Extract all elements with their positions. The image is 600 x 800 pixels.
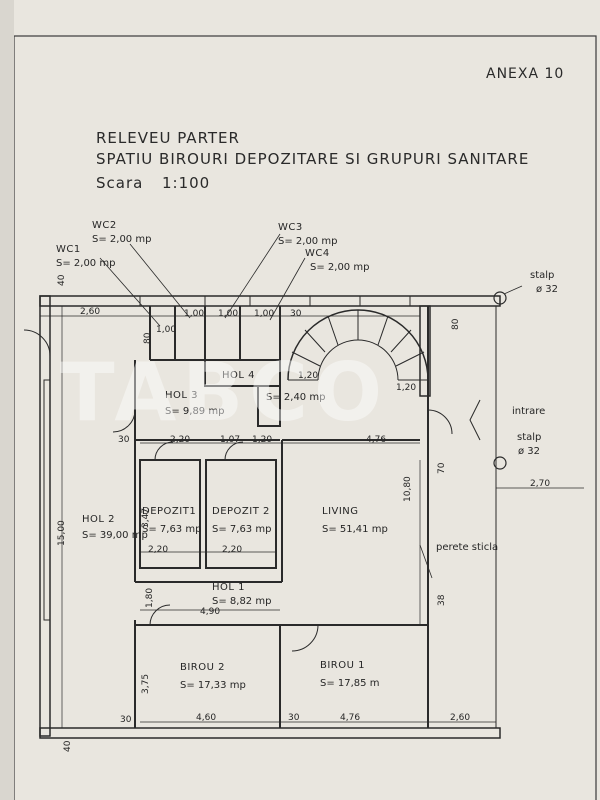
spiral-stair (287, 309, 429, 381)
room-birou1-area: S= 17,85 m (320, 678, 379, 689)
room-depozit2-area: S= 7,63 mp (212, 524, 271, 535)
dim-label: 1,00 (156, 325, 176, 335)
entrance-label: intrare (512, 406, 545, 417)
dim-label: 4,76 (340, 713, 360, 723)
room-wc3-area: S= 2,00 mp (278, 236, 337, 247)
room-hol4-name: HOL 4 (222, 370, 255, 381)
room-hol2-area: S= 39,00 mp (82, 530, 148, 541)
room-birou2-name: BIROU 2 (180, 662, 225, 673)
dim-label: 4,90 (200, 607, 220, 617)
dim-label: 1,00 (184, 309, 204, 319)
dim-label: 1,00 (254, 309, 274, 319)
stalp-top-diameter: ø 32 (536, 284, 558, 295)
dim-label: 30 (120, 715, 132, 725)
sheet-margin (0, 0, 14, 800)
annex-label: ANEXA 10 (486, 66, 565, 82)
scale-label: Scara (96, 174, 144, 192)
glass-wall-label: perete sticla (436, 542, 498, 553)
room-wc2-name: WC2 (92, 220, 117, 231)
room-depozit1-area: S= 7,63 mp (142, 524, 201, 535)
room-wc3-name: WC3 (278, 222, 303, 233)
watermark: TABCO (60, 346, 388, 439)
dim-label: 30 (288, 713, 300, 723)
dim-label: 3,47 (141, 508, 151, 528)
stalp-top-label: stalp (530, 270, 554, 281)
plan-subtitle: SPATIU BIROURI DEPOZITARE SI GRUPURI SAN… (96, 150, 530, 168)
dim-label: 2,20 (170, 435, 190, 445)
leader-lines (99, 233, 523, 579)
room-depozit2-name: DEPOZIT 2 (212, 506, 270, 517)
room-hol4-area: S= 2,40 mp (266, 392, 325, 403)
room-wc4-area: S= 2,00 mp (310, 262, 369, 273)
column-right-icon (493, 456, 507, 470)
room-wc2-area: S= 2,00 mp (92, 234, 151, 245)
dim-label: 2,60 (450, 713, 470, 723)
dim-label: 10,80 (403, 476, 413, 502)
room-birou1-name: BIROU 1 (320, 660, 365, 671)
dim-label: 2,60 (80, 307, 100, 317)
column-top-icon (493, 291, 507, 305)
doors (23, 329, 481, 652)
north-wall (39, 295, 501, 307)
stalp-right-label: stalp (517, 432, 541, 443)
dim-label: 1,07 (220, 435, 240, 445)
dim-label: 1,20 (298, 371, 318, 381)
scale-value: 1:100 (162, 174, 211, 192)
south-wall (39, 727, 501, 739)
room-hol3-area: S= 9,89 mp (165, 406, 224, 417)
dim-label: 2,20 (148, 545, 168, 555)
room-hol3-name: HOL 3 (165, 390, 198, 401)
dim-label: 15,00 (57, 520, 67, 546)
dim-label: 30 (118, 435, 130, 445)
columns (493, 291, 507, 470)
room-wc1-name: WC1 (56, 244, 81, 255)
dim-label: 70 (437, 462, 447, 474)
dim-label: 4,60 (196, 713, 216, 723)
dim-label: 40 (57, 274, 67, 286)
dim-label: 80 (451, 318, 461, 330)
room-living-area: S= 51,41 mp (322, 524, 388, 535)
dim-label: 1,20 (396, 383, 416, 393)
dim-label: 3,75 (141, 674, 151, 694)
walls (39, 295, 501, 739)
room-hol1-name: HOL 1 (212, 582, 245, 593)
dim-label: 1,80 (145, 588, 155, 608)
room-hol2-name: HOL 2 (82, 514, 115, 525)
room-birou2-area: S= 17,33 mp (180, 680, 246, 691)
dim-label: 30 (290, 309, 302, 319)
dim-label: 1,00 (218, 309, 238, 319)
room-hol1-area: S= 8,82 mp (212, 596, 271, 607)
dim-label: 2,70 (530, 479, 550, 489)
room-wc4-name: WC4 (305, 248, 330, 259)
dim-label: 1,20 (252, 435, 272, 445)
dim-label: 4,76 (366, 435, 386, 445)
dim-label: 40 (63, 740, 73, 752)
stalp-right-diameter: ø 32 (518, 446, 540, 457)
dim-label: 2,20 (222, 545, 242, 555)
west-wall (39, 295, 51, 737)
dim-label: 80 (143, 332, 153, 344)
room-wc1-area: S= 2,00 mp (56, 258, 115, 269)
room-living-name: LIVING (322, 506, 359, 517)
room-depozit1-name: DEPOZIT1 (142, 506, 196, 517)
dim-label: 38 (437, 594, 447, 606)
dimension-lines (40, 306, 584, 728)
plan-title: RELEVEU PARTER (96, 129, 240, 147)
